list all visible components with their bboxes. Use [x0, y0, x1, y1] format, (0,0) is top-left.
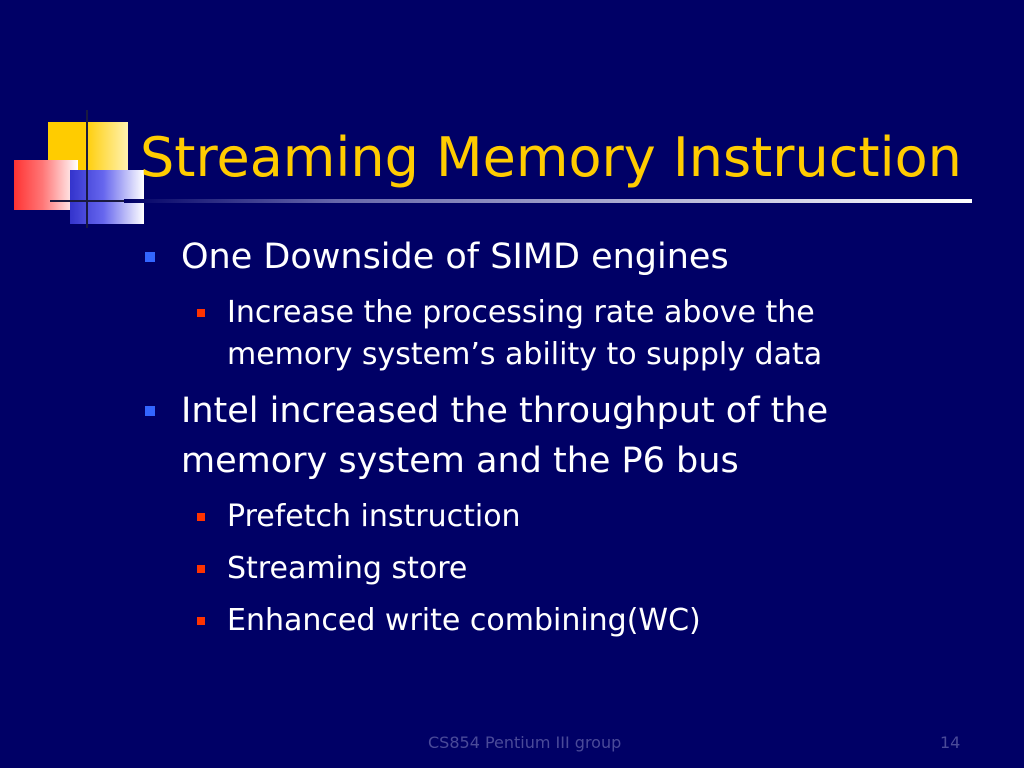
- vertical-line-decoration: [86, 110, 88, 228]
- bullet-square-icon: [145, 252, 155, 262]
- bullet-square-icon: [145, 406, 155, 416]
- sub-bullet-square-icon: [197, 309, 205, 317]
- title-underline: [124, 199, 972, 203]
- slide-title: Streaming Memory Instruction: [140, 126, 962, 189]
- sub-bullet-square-icon: [197, 513, 205, 521]
- sub-bullet-square-icon: [197, 617, 205, 625]
- sub-bullet-text: Increase the processing rate above the m…: [227, 295, 823, 372]
- blue-square-decoration: [70, 170, 144, 224]
- sub-bullet-text: Enhanced write combining(WC): [227, 603, 701, 638]
- footer-text: CS854 Pentium III group: [428, 733, 622, 752]
- sub-bullet-text: Prefetch instruction: [227, 499, 521, 534]
- bullet-text: One Downside of SIMD engines: [181, 237, 729, 277]
- bullet-text: Intel increased the throughput of the me…: [181, 391, 829, 481]
- horizontal-line-decoration: [50, 200, 146, 202]
- page-number: 14: [940, 733, 961, 752]
- sub-bullet-square-icon: [197, 565, 205, 573]
- sub-bullet-text: Streaming store: [227, 551, 468, 586]
